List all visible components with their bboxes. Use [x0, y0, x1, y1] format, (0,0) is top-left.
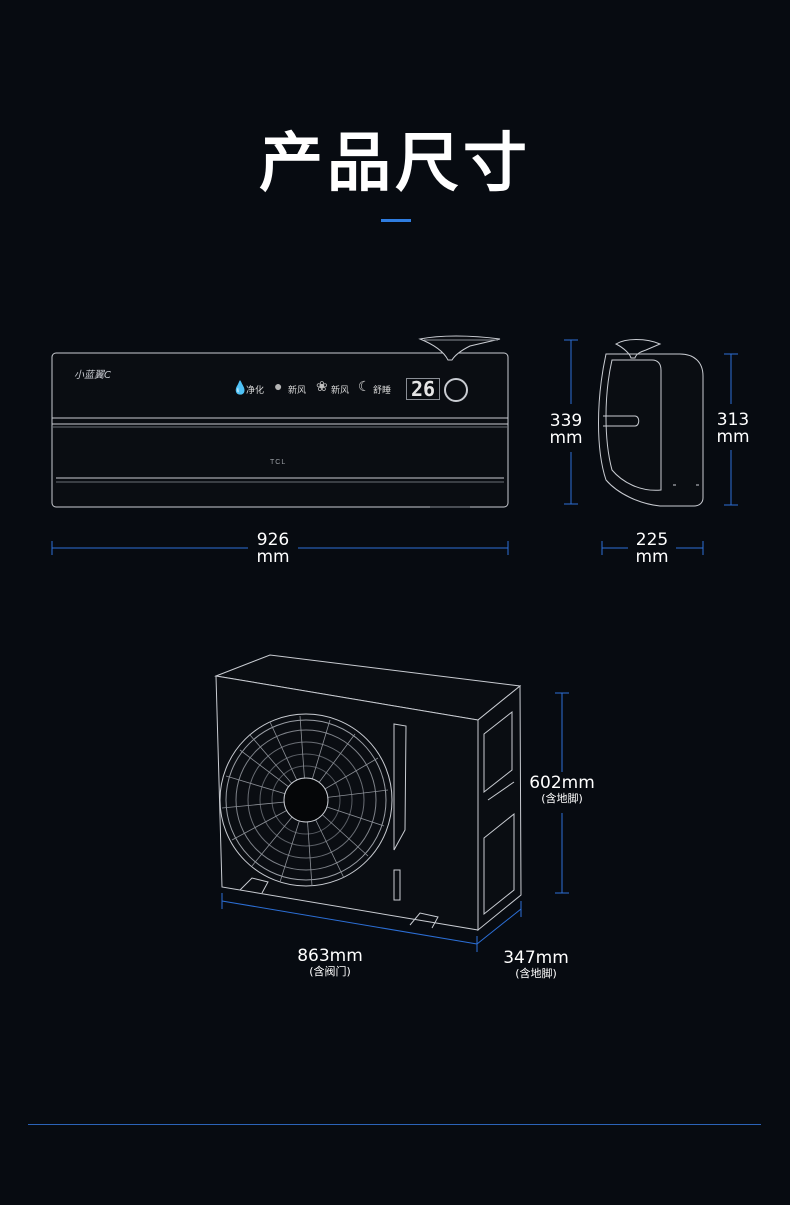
outdoor-height-label: 602mm (含地脚)	[529, 773, 595, 806]
indoor-temperature-display: 26	[406, 378, 441, 400]
indoor-logo: TCL	[270, 459, 287, 466]
panel-label-fresh-air-1: 新风	[288, 385, 307, 395]
moon-icon: ☾	[358, 378, 371, 394]
indoor-brand-mark: 小蓝翼C	[74, 370, 111, 381]
leaf-icon: ❀	[316, 378, 328, 394]
panel-label-sleep: 舒睡	[373, 385, 392, 395]
indoor-front-height-label: 339 mm	[549, 411, 583, 448]
panel-label-fresh-air-2: 新风	[331, 385, 350, 395]
title-accent-bar	[381, 219, 411, 222]
bottom-divider	[28, 1124, 761, 1125]
indoor-display-ring-icon	[444, 378, 468, 402]
leaf-dark-icon: ●	[274, 378, 283, 394]
outdoor-depth-label: 347mm (含地脚)	[503, 948, 569, 981]
indoor-width-label: 926 mm	[256, 530, 290, 567]
panel-label-purify: 净化	[246, 385, 265, 395]
outdoor-width-label: 863mm (含阀门)	[297, 946, 363, 979]
drop-icon: 💧	[232, 380, 249, 395]
page-title: 产品尺寸	[259, 127, 531, 201]
indoor-depth-label: 225 mm	[635, 530, 669, 567]
indoor-body-height-label: 313 mm	[716, 410, 750, 447]
